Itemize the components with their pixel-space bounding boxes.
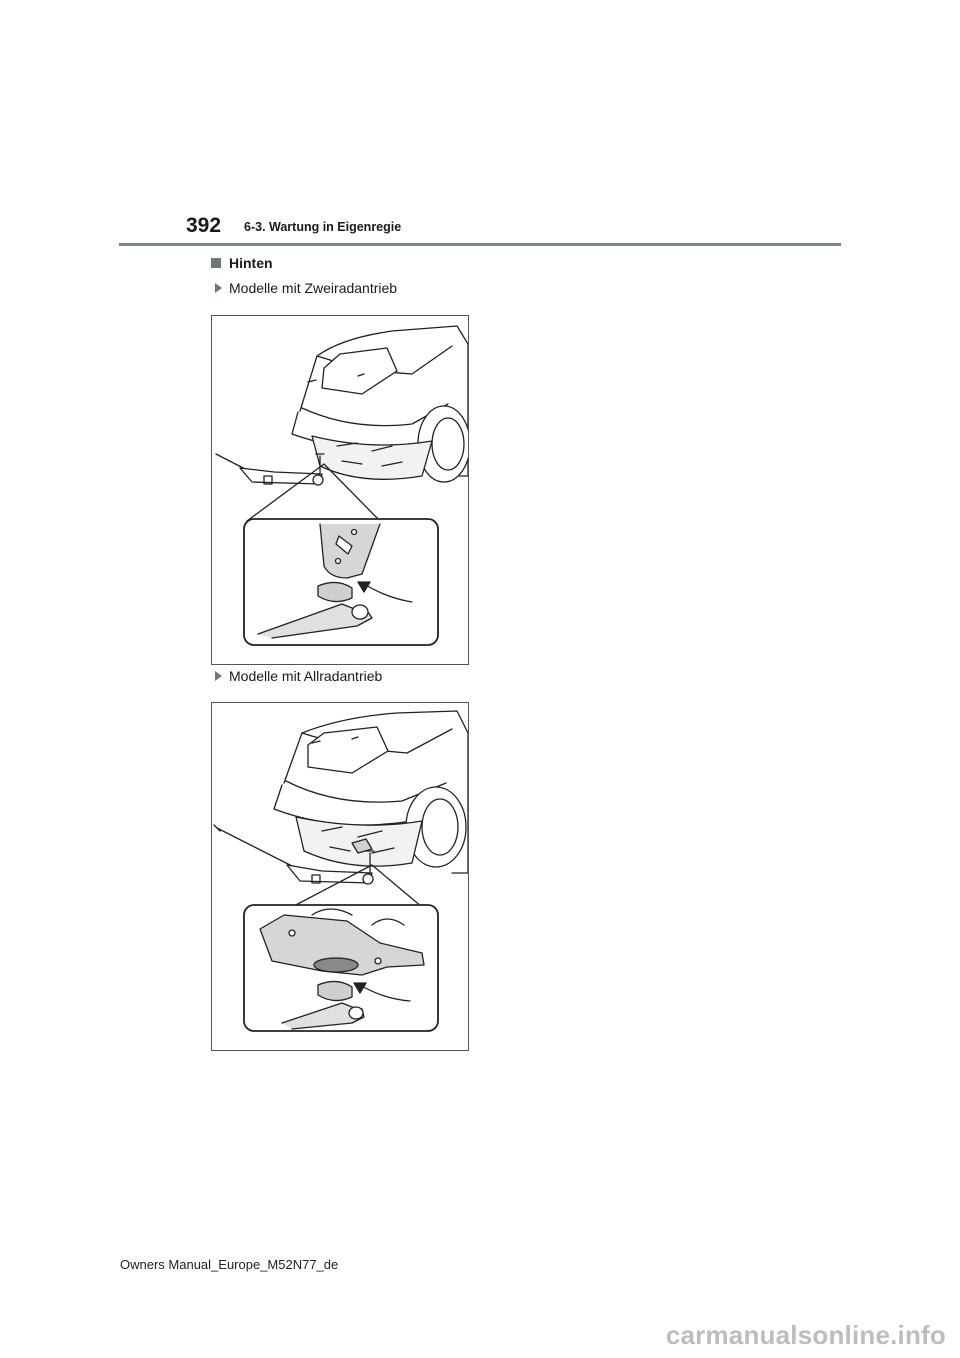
heading-label: Hinten bbox=[229, 255, 273, 271]
footer-document-id: Owners Manual_Europe_M52N77_de bbox=[120, 1257, 339, 1272]
jack-point-illustration-2wd bbox=[211, 315, 469, 665]
triangle-bullet-icon bbox=[215, 283, 222, 293]
subheading-2wd: Modelle mit Zweiradantrieb bbox=[215, 280, 397, 296]
page-number: 392 bbox=[186, 214, 222, 237]
subheading-4wd: Modelle mit Allradantrieb bbox=[215, 668, 382, 684]
subheading-4wd-label: Modelle mit Allradantrieb bbox=[229, 668, 383, 684]
section-heading: Hinten bbox=[211, 255, 273, 271]
section-title: 6-3. Wartung in Eigenregie bbox=[244, 220, 402, 234]
triangle-bullet-icon bbox=[215, 671, 222, 681]
subheading-2wd-label: Modelle mit Zweiradantrieb bbox=[229, 280, 398, 296]
header-divider bbox=[119, 243, 841, 246]
jack-point-illustration-4wd bbox=[211, 702, 469, 1051]
square-bullet-icon bbox=[211, 258, 221, 268]
watermark: carmanualsonline.info bbox=[665, 1320, 946, 1350]
